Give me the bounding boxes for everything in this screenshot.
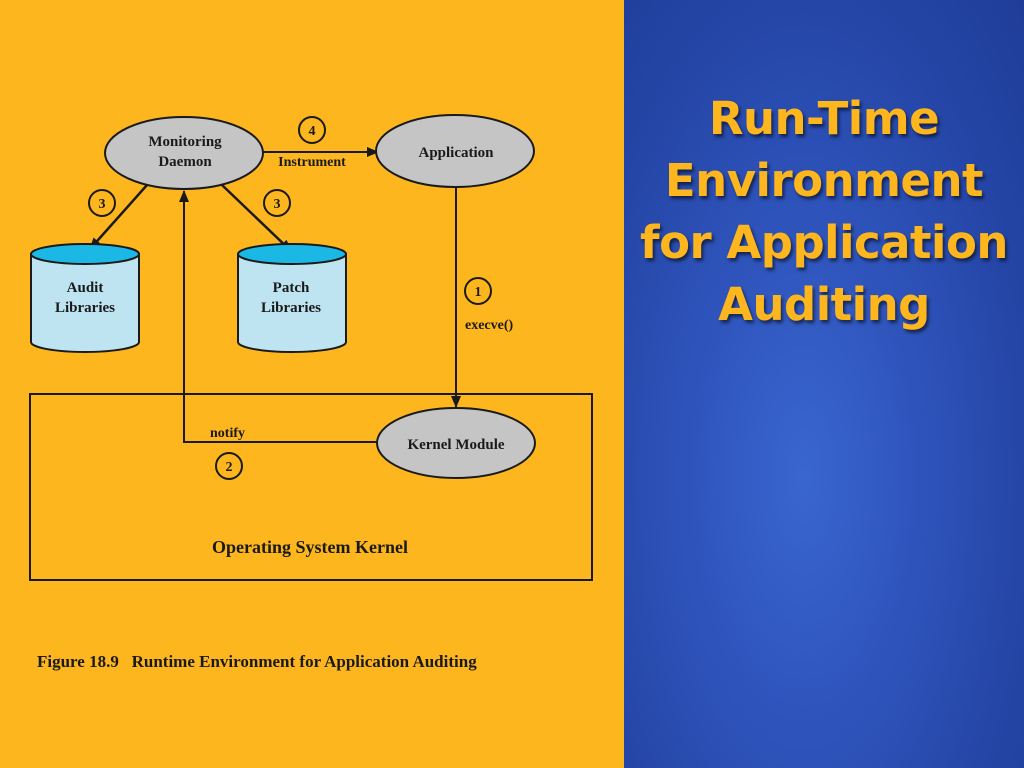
os-kernel-box: [29, 393, 593, 581]
svg-text:2: 2: [226, 460, 233, 475]
kernel-module-node: Kernel Module: [376, 407, 536, 479]
figure-caption: Figure 18.9 Runtime Environment for Appl…: [37, 652, 477, 671]
slide-title-line-2: Environment: [664, 154, 984, 207]
slide-title-line-3: for Application: [640, 216, 1008, 269]
patch-libraries-label-line-1: Patch: [273, 280, 310, 296]
audit-libraries-label-line-1: Audit: [67, 280, 104, 296]
diagram-panel: Operating System Kernel Monitoring Daemo…: [0, 0, 624, 768]
audit-libraries-node: Audit Libraries: [30, 243, 140, 353]
patch-arrow: [221, 184, 292, 252]
os-kernel-label: Operating System Kernel: [212, 537, 408, 557]
title-panel: Run-Time Environment for Application Aud…: [624, 0, 1024, 768]
step-badge-3-audit: 3: [88, 189, 116, 217]
svg-text:3: 3: [99, 197, 106, 212]
slide-title: Run-Time Environment for Application Aud…: [624, 88, 1024, 336]
svg-text:4: 4: [309, 124, 316, 139]
notify-arrow: [179, 190, 377, 443]
monitoring-daemon-label-line-1: Monitoring: [148, 134, 222, 150]
patch-libraries-label-line-2: Libraries: [261, 300, 321, 316]
application-label: Application: [418, 145, 494, 161]
application-node: Application: [375, 114, 535, 188]
audit-libraries-label-line-2: Libraries: [55, 300, 115, 316]
execve-label: execve(): [465, 318, 514, 333]
kernel-module-label: Kernel Module: [407, 437, 504, 453]
diagram-canvas: Operating System Kernel Monitoring Daemo…: [29, 114, 593, 671]
instrument-label: Instrument: [278, 155, 346, 170]
slide-title-line-4: Auditing: [718, 278, 930, 331]
monitoring-daemon-label-line-2: Daemon: [158, 154, 212, 170]
slide-title-line-1: Run-Time: [708, 92, 940, 145]
step-badge-1: 1: [464, 277, 492, 305]
svg-text:3: 3: [274, 197, 281, 212]
monitoring-daemon-node: Monitoring Daemon: [104, 116, 264, 190]
step-badge-4: 4: [298, 116, 326, 144]
step-badge-2: 2: [215, 452, 243, 480]
svg-text:1: 1: [475, 285, 482, 300]
audit-arrow: [89, 184, 148, 250]
step-badge-3-patch: 3: [263, 189, 291, 217]
patch-libraries-node: Patch Libraries: [237, 243, 347, 353]
notify-label: notify: [210, 426, 245, 441]
